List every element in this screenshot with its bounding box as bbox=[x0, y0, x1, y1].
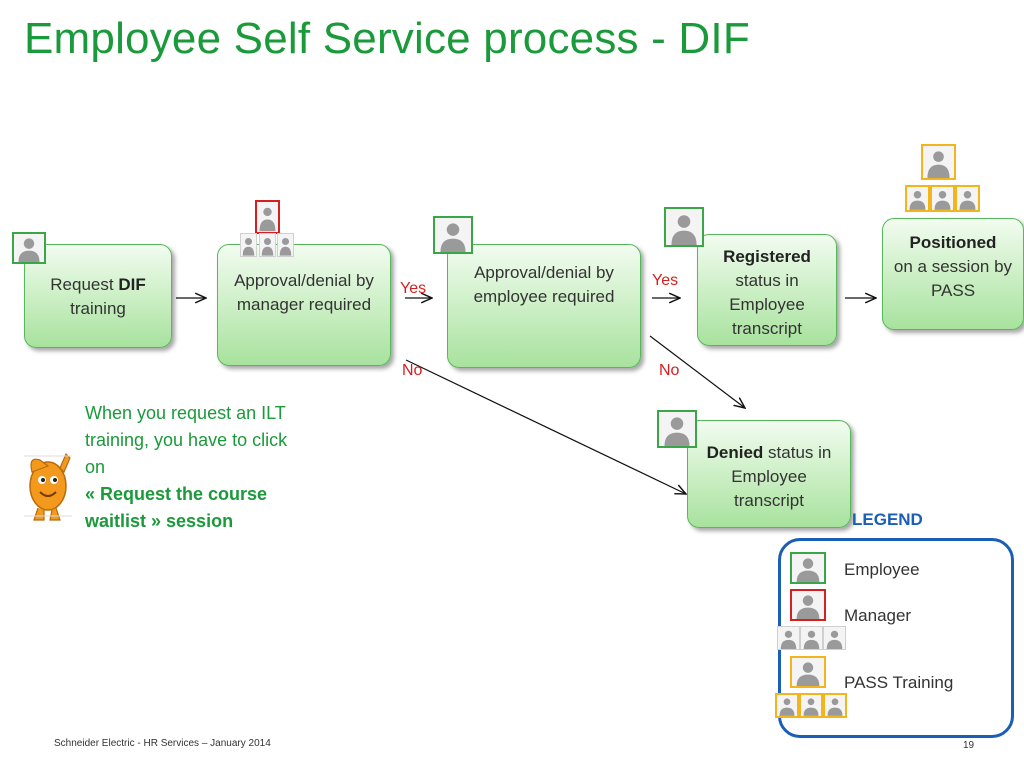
employee-icon bbox=[657, 410, 697, 448]
manager-icon bbox=[790, 589, 826, 621]
positioned-text: on a session by PASS bbox=[893, 257, 1013, 300]
note-text: When you request an ILT training, you ha… bbox=[85, 403, 288, 477]
node-positioned: Positioned on a session by PASS bbox=[882, 218, 1024, 330]
arrow-manager-no-to-denied bbox=[405, 359, 686, 494]
request-bold: DIF bbox=[118, 275, 146, 294]
legend-title: LEGEND bbox=[852, 510, 923, 529]
edge-label-yes-employee: Yes bbox=[652, 272, 679, 289]
node-manager-approval: Approval/denial by manager required bbox=[217, 244, 391, 366]
denied-bold: Denied bbox=[706, 443, 764, 462]
request-prefix: Request bbox=[50, 275, 119, 294]
instruction-note: When you request an ILT training, you ha… bbox=[85, 400, 295, 535]
pass-training-group-icon-1 bbox=[905, 185, 930, 212]
registered-bold: Registered bbox=[723, 247, 811, 266]
pass-training-group-icon-3 bbox=[955, 185, 980, 212]
page-number: 19 bbox=[963, 740, 975, 751]
group-icon-1 bbox=[777, 626, 800, 650]
edge-label-no-manager: No bbox=[402, 362, 423, 379]
note-bold-text: « Request the course waitlist » session bbox=[85, 484, 268, 531]
pass-training-group-icon-3 bbox=[823, 693, 847, 718]
positioned-bold: Positioned bbox=[909, 233, 997, 252]
request-suffix: training bbox=[70, 299, 126, 318]
node-request-dif: Request DIF training bbox=[24, 244, 172, 348]
employee-icon bbox=[12, 232, 46, 264]
pass-training-group-icon-2 bbox=[930, 185, 955, 212]
pass-training-group-icon-3 bbox=[277, 233, 294, 257]
pass-training-group-icon-1 bbox=[240, 233, 257, 257]
node-employee-approval: Approval/denial by employee required bbox=[447, 244, 641, 368]
group-icon-3 bbox=[823, 626, 846, 650]
legend-employee-label: Employee bbox=[844, 560, 920, 579]
pass-training-group-icon-2 bbox=[799, 693, 823, 718]
employee-icon bbox=[790, 552, 826, 584]
registered-text: status in Employee transcript bbox=[729, 271, 805, 338]
employee-icon bbox=[433, 216, 473, 254]
employee-approval-text: Approval/denial by employee required bbox=[473, 263, 615, 306]
legend-manager-label: Manager bbox=[844, 606, 912, 625]
pass-training-icon bbox=[790, 656, 826, 688]
employee-icon bbox=[664, 207, 704, 247]
manager-approval-text: Approval/denial by manager required bbox=[234, 271, 374, 314]
pass-training-group-icon-2 bbox=[259, 233, 276, 257]
pass-training-icon bbox=[921, 144, 956, 180]
legend-pass-training-label: PASS Training bbox=[844, 673, 954, 692]
slide-title: Employee Self Service process - DIF bbox=[24, 14, 750, 63]
edge-label-no-employee: No bbox=[659, 362, 680, 379]
group-icon-2 bbox=[800, 626, 823, 650]
node-denied: Denied status in Employee transcript bbox=[687, 420, 851, 528]
denied-text: status in Employee transcript bbox=[731, 443, 832, 510]
footer-text: Schneider Electric - HR Services – Janua… bbox=[54, 738, 271, 749]
pass-training-group-icon-1 bbox=[775, 693, 799, 718]
mascot-character-icon bbox=[24, 452, 72, 521]
node-registered: Registered status in Employee transcript bbox=[697, 234, 837, 346]
edge-label-yes-manager: Yes bbox=[400, 280, 427, 297]
manager-icon bbox=[255, 200, 280, 234]
